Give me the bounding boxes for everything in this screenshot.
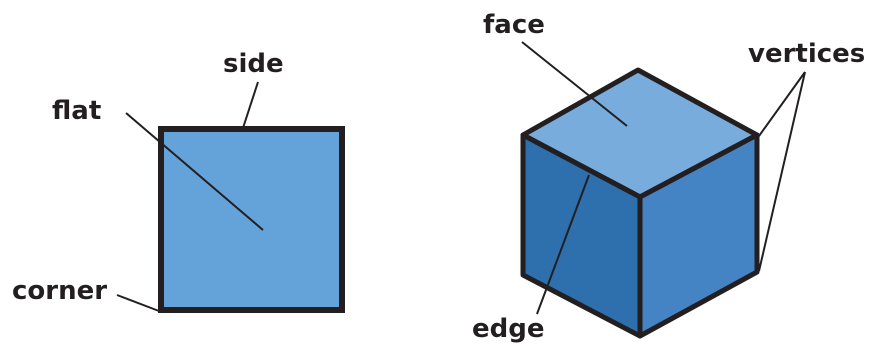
face-label: face	[483, 10, 545, 40]
vertices-pointer-bottom	[758, 71, 806, 272]
vertices-label: vertices	[748, 39, 865, 69]
pointer-lines	[116, 41, 806, 315]
corner-pointer	[116, 294, 160, 312]
side-pointer	[242, 81, 259, 129]
flat-label: flat	[52, 96, 101, 126]
vertices-pointer-top	[758, 71, 806, 137]
corner-label: corner	[12, 276, 107, 306]
cube-shape	[520, 67, 760, 339]
labels: side flat corner face vertices edge	[12, 10, 865, 344]
flat-pointer	[125, 112, 264, 231]
side-label: side	[223, 49, 284, 79]
face-pointer	[521, 41, 628, 127]
edge-label: edge	[472, 314, 545, 344]
cube-right-face	[637, 132, 760, 339]
edge-pointer	[536, 174, 590, 315]
